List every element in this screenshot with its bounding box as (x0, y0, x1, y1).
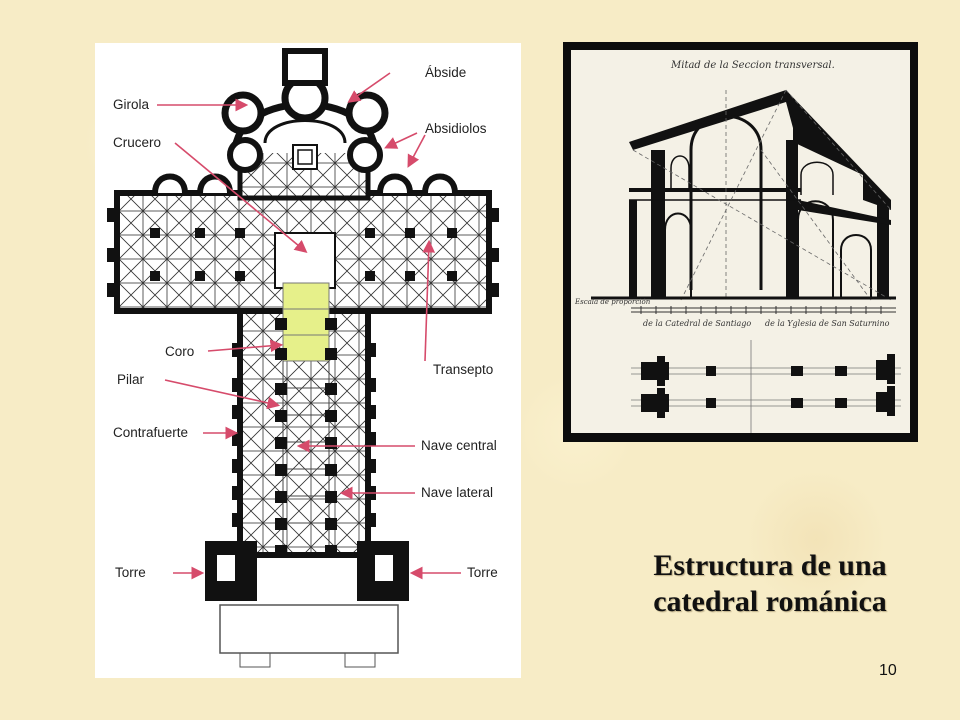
label-torre-right: Torre (467, 565, 498, 580)
section-drawing-paper: Mitad de la Seccion transversal. (571, 50, 910, 433)
slide-title: Estructura de una catedral románica (600, 548, 940, 620)
coro-highlight (282, 282, 330, 362)
caption-right: de la Yglesia de San Saturnino (765, 319, 890, 328)
label-torre-left: Torre (115, 565, 146, 580)
label-transepto: Transepto (433, 362, 493, 377)
absidiolo-left (221, 91, 265, 135)
section-drawing-frame: Mitad de la Seccion transversal. (563, 42, 918, 442)
scale-label: Escala de proporción (574, 298, 651, 306)
caption-left: de la Catedral de Santiago (643, 319, 751, 328)
label-pilar: Pilar (117, 372, 145, 387)
floor-plan-drawing: Ábside Girola Absidiolos Crucero Coro Tr… (107, 48, 499, 668)
section-drawing: Mitad de la Seccion transversal. (574, 60, 901, 433)
label-contrafuerte: Contrafuerte (113, 425, 188, 440)
absidiolo-right (345, 91, 389, 135)
section-heading: Mitad de la Seccion transversal. (670, 60, 835, 71)
label-girola: Girola (113, 97, 150, 112)
slide-title-line2: catedral románica (653, 585, 887, 618)
label-coro: Coro (165, 344, 194, 359)
page-number: 10 (879, 662, 897, 679)
crossing (274, 232, 336, 289)
label-absidiolos: Absidiolos (425, 121, 487, 136)
slide-title-line1: Estructura de una (653, 549, 887, 582)
label-nave-central: Nave central (421, 438, 497, 453)
label-nave-lateral: Nave lateral (421, 485, 493, 500)
floor-plan-panel: Ábside Girola Absidiolos Crucero Coro Tr… (95, 43, 521, 678)
portico (219, 604, 399, 654)
label-abside: Ábside (425, 65, 466, 80)
label-crucero: Crucero (113, 135, 161, 150)
